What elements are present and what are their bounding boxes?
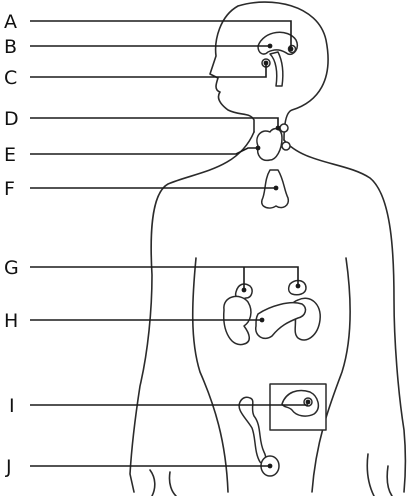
leader-e: [30, 147, 258, 155]
organs: [223, 31, 327, 477]
dot-g-right: [295, 283, 301, 289]
leader-lines: [30, 20, 308, 467]
label-j: J: [5, 456, 12, 478]
uterus-inset: [281, 389, 320, 417]
label-f: F: [4, 178, 15, 200]
thyroid-gland: [256, 127, 283, 162]
dot-b: [267, 43, 273, 49]
dot-f: [273, 185, 279, 191]
head-outline: [209, 1, 329, 141]
leader-dots: [241, 43, 311, 469]
dot-d: [275, 125, 281, 131]
body-outline: [129, 1, 407, 496]
label-i: I: [9, 395, 15, 417]
leader-a: [30, 20, 292, 49]
leader-g: [30, 266, 299, 290]
pancreas: [255, 302, 307, 340]
dot-a: [288, 46, 294, 52]
dot-e: [255, 145, 261, 151]
dot-i: [305, 399, 311, 405]
leader-c: [30, 63, 267, 78]
label-d: D: [4, 108, 19, 130]
label-g: G: [4, 257, 19, 279]
label-h: H: [4, 310, 18, 332]
parathyroid-gland-upper: [279, 123, 289, 133]
letter-labels: A B C D E F G H I J: [4, 11, 19, 478]
dot-h: [259, 317, 265, 323]
label-b: B: [4, 36, 17, 58]
leader-d: [30, 117, 279, 128]
dot-g-left: [241, 287, 247, 293]
spermatic-duct: [238, 396, 267, 464]
label-e: E: [4, 144, 16, 166]
brain-hypothalamus: [257, 31, 299, 56]
label-a: A: [4, 11, 17, 33]
dot-c: [263, 60, 269, 66]
dot-j: [267, 463, 273, 469]
brain-stem: [269, 51, 284, 87]
left-body-side: [129, 131, 255, 496]
label-c: C: [4, 67, 17, 89]
right-body-side: [283, 139, 407, 496]
parathyroid-gland-lower: [281, 141, 291, 151]
